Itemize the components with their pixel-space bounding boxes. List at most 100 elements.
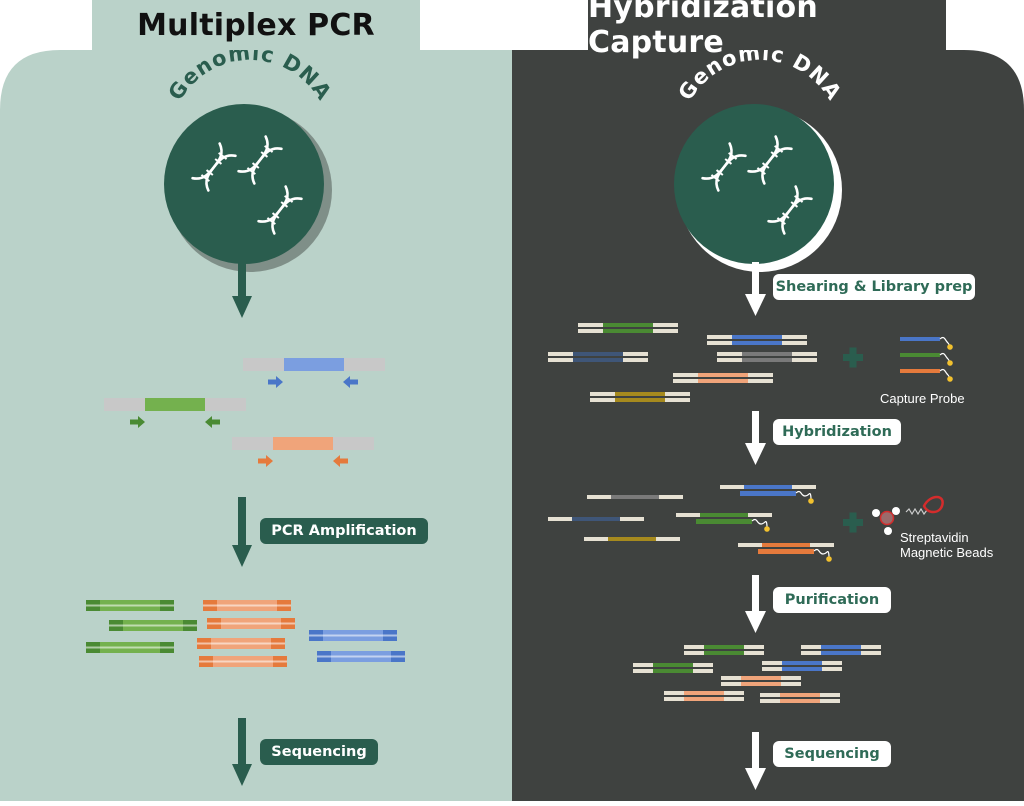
biotin-icon: [826, 556, 832, 562]
pcr-amplicon-products: [86, 600, 405, 667]
insert-top: [684, 691, 724, 695]
insert-top: [782, 661, 822, 665]
biotin-icon: [947, 376, 953, 382]
insert-top: [700, 513, 748, 517]
insert-top: [608, 537, 656, 541]
forward-primer-icon: [258, 455, 273, 467]
reverse-primer-icon: [343, 376, 358, 388]
left-sequencing-label: Sequencing: [260, 739, 378, 765]
library-fragment: [738, 543, 834, 562]
library-fragment: [720, 485, 816, 504]
capture-probe: [900, 336, 953, 350]
insert-bottom: [741, 682, 781, 686]
library-fragment: [584, 537, 680, 541]
bound-probe: [696, 519, 752, 524]
green-target: [104, 398, 246, 411]
reverse-primer-icon: [333, 455, 348, 467]
left-flow-arrows: [232, 262, 252, 786]
library-fragment: [548, 352, 648, 362]
library-fragment: [548, 517, 644, 521]
right-arrow-1: [745, 262, 766, 316]
insert-bottom: [821, 651, 861, 655]
library-fragment: [721, 676, 801, 686]
biotin-icon: [947, 344, 953, 350]
right-arrow-3: [745, 575, 766, 633]
insert-bottom: [684, 697, 724, 701]
strand-gap: [203, 604, 291, 607]
library-fragment: [760, 693, 840, 703]
bound-probe: [758, 549, 814, 554]
library-fragment: [707, 335, 807, 345]
right-arrow-2: [745, 411, 766, 465]
strand-gap: [86, 646, 174, 649]
linker-chain: [905, 507, 928, 516]
orange-target: [232, 437, 374, 450]
right-flow-arrows: [745, 262, 766, 790]
probe-linker: [751, 518, 768, 529]
insert-bottom: [704, 651, 744, 655]
blue-target: [243, 358, 385, 371]
multiplex-primer-targets: [104, 358, 385, 467]
insert-top: [572, 517, 620, 521]
insert-bottom: [698, 379, 748, 383]
shearing-library-prep-label: Shearing & Library prep: [773, 274, 975, 300]
right-arrow-4: [745, 732, 766, 790]
left-panel: [0, 50, 512, 801]
insert-bottom: [615, 398, 665, 402]
orange-product: [197, 638, 285, 649]
insert-top: [744, 485, 792, 489]
left-arrow-3: [232, 718, 252, 786]
library-fragment: [664, 691, 744, 701]
insert-bottom: [742, 358, 792, 362]
hybridization-label: Hybridization: [773, 419, 901, 445]
left-arrow-2: [232, 497, 252, 567]
insert-top: [653, 663, 693, 667]
insert-bottom: [573, 358, 623, 362]
biotin-icon: [808, 498, 814, 504]
insert-top: [821, 645, 861, 649]
forward-primer-icon: [130, 416, 145, 428]
strand-gap: [309, 634, 397, 637]
probe-linker: [813, 548, 830, 559]
blue-product: [317, 651, 405, 662]
green-product: [109, 620, 197, 631]
capture-probe-label: Capture Probe: [880, 391, 965, 406]
right-genomic-dna-circle: [674, 104, 842, 272]
bead-core: [879, 510, 895, 526]
library-fragment: [762, 661, 842, 671]
insert-bottom: [653, 669, 693, 673]
pcr-amplification-label: PCR Amplification: [260, 518, 428, 544]
insert-bottom: [780, 699, 820, 703]
right-sequencing-label: Sequencing: [773, 741, 891, 767]
probe-strand: [900, 369, 940, 373]
insert-top: [742, 352, 792, 356]
insert-top: [611, 495, 659, 499]
plus-signs: [843, 347, 863, 533]
library-fragment: [684, 645, 764, 655]
green-product: [86, 642, 174, 653]
insert-top: [780, 693, 820, 697]
library-fragment: [673, 373, 773, 383]
insert-top: [615, 392, 665, 396]
probe-strand: [900, 353, 940, 357]
insert-bottom: [732, 341, 782, 345]
library-fragment: [676, 513, 772, 532]
insert-top: [603, 323, 653, 327]
orange-product: [207, 618, 295, 629]
library-fragment: [633, 663, 713, 673]
capture-probe: [900, 368, 953, 382]
bound-probe: [740, 491, 796, 496]
blue-product: [309, 630, 397, 641]
library-fragment: [717, 352, 817, 362]
multiplex-pcr-title: Multiplex PCR: [92, 0, 420, 50]
library-fragment: [587, 495, 683, 499]
insert-top: [762, 543, 810, 547]
probe-linker: [795, 490, 812, 501]
purified-fragments: [633, 645, 881, 703]
purification-label: Purification: [773, 587, 891, 613]
probe-strand: [900, 337, 940, 341]
orange-product: [199, 656, 287, 667]
streptavidin-subunit: [872, 509, 880, 517]
insert-top: [573, 352, 623, 356]
hybridized-fragments: [548, 485, 834, 562]
